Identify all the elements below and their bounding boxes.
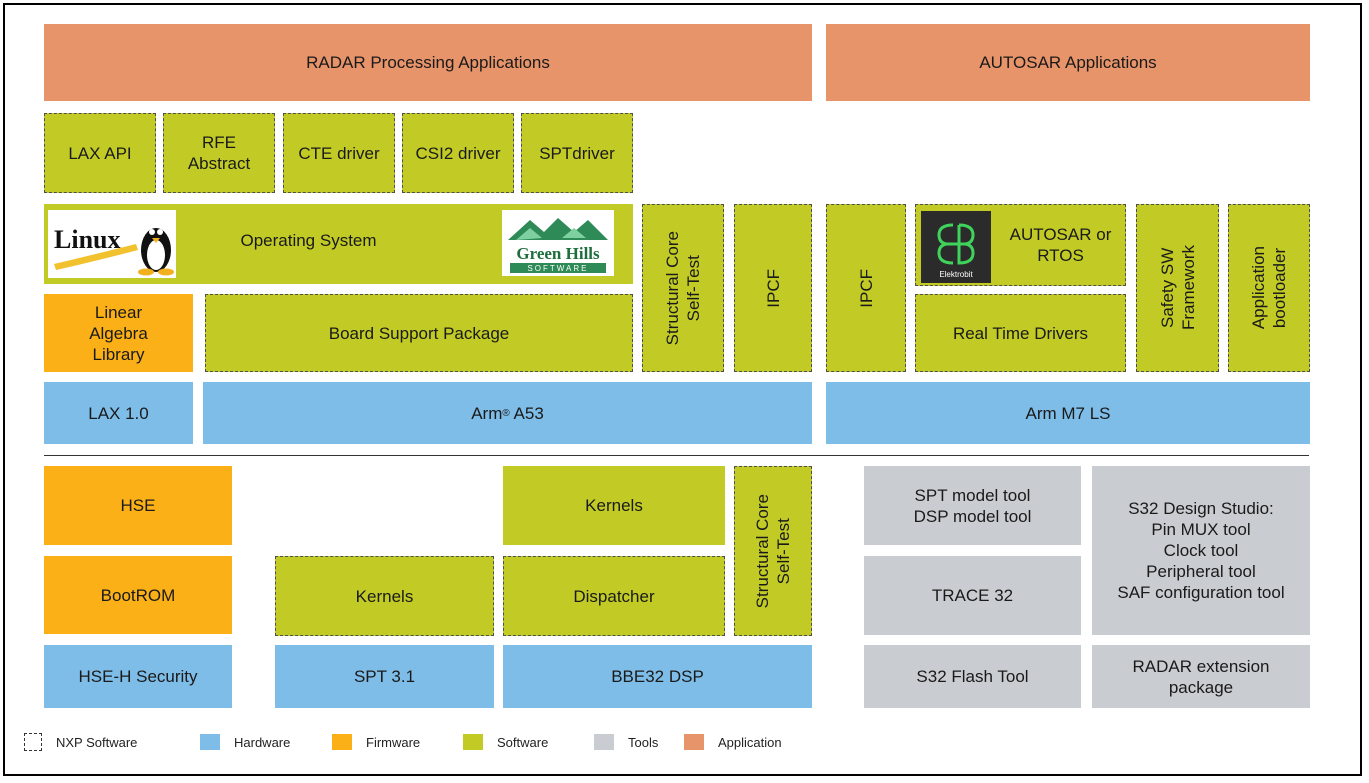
radar-ext-label: RADAR extension package (1132, 656, 1270, 697)
ipcf-m7: IPCF (826, 204, 906, 372)
linear-algebra-label: Linear Algebra Library (89, 302, 148, 364)
legend-label-tools: Tools (628, 734, 659, 750)
arm-m7-ls: Arm M7 LS (826, 382, 1310, 444)
bootrom-label: BootROM (100, 585, 176, 605)
legend-swatch-software (463, 734, 483, 750)
legend-label-application: Application (718, 734, 782, 750)
operating-system-label: Operating System (240, 230, 377, 250)
legend-swatch-nxp (24, 733, 42, 751)
ipcf-a53-label: IPCF (763, 268, 783, 308)
kernels-dsp-label: Kernels (585, 496, 643, 515)
s32-design-studio: S32 Design Studio: Pin MUX tool Clock to… (1092, 466, 1310, 635)
application-bootloader: Application bootloader (1228, 204, 1310, 372)
elektrobit-logo: Elektrobit (921, 211, 991, 283)
green-hills-software-text: SOFTWARE (527, 264, 588, 273)
bbe32-label: BBE32 DSP (611, 667, 704, 686)
dispatcher: Dispatcher (503, 556, 725, 636)
safety-sw-label: Safety SW Framework (1157, 245, 1198, 331)
arm-a53-label: Arm (471, 403, 503, 423)
linear-algebra-library: Linear Algebra Library (44, 294, 193, 372)
rfe-abstract-label: RFE Abstract (187, 133, 251, 173)
trace32-label: TRACE 32 (931, 586, 1014, 605)
radar-processing-applications: RADAR Processing Applications (44, 24, 812, 101)
kernels-dsp: Kernels (503, 466, 725, 545)
arm-a53-suffix: A53 (509, 403, 544, 423)
spt-dsp-tool-label: SPT model tool DSP model tool (913, 485, 1032, 526)
legend-label-firmware: Firmware (366, 734, 421, 750)
kernels-spt-label: Kernels (355, 586, 414, 606)
hse: HSE (44, 466, 232, 545)
app-bootloader-label: Application bootloader (1249, 246, 1289, 330)
legend-hardware: Hardware (200, 734, 290, 750)
s32-studio-label: S32 Design Studio: Pin MUX tool Clock to… (1117, 499, 1285, 602)
bootrom: BootROM (44, 556, 232, 634)
structural-core-dsp-label: Structural Core Self-Test (753, 493, 793, 609)
arm-a53-registered: ® (502, 407, 510, 419)
flash-tool-label: S32 Flash Tool (916, 667, 1029, 686)
legend-firmware: Firmware (332, 734, 420, 750)
rfe-abstract: RFE Abstract (163, 113, 275, 193)
legend-swatch-application (684, 734, 704, 750)
structural-core-self-test-a53: Structural Core Self-Test (642, 204, 724, 372)
green-hills-logo-text: Green Hills (516, 244, 600, 263)
legend-nxp-software: NXP Software (24, 733, 138, 751)
linux-logo-graphic: Linux (54, 225, 174, 276)
hse-h-label: HSE-H Security (78, 667, 198, 686)
lax-1-0: LAX 1.0 (44, 382, 193, 444)
legend-tools: Tools (594, 734, 658, 750)
legend-swatch-hardware (200, 734, 220, 750)
s32-flash-tool: S32 Flash Tool (864, 645, 1081, 708)
spt31-label: SPT 3.1 (353, 667, 416, 686)
ipcf-m7-label: IPCF (856, 268, 876, 308)
spt-dsp-model-tool: SPT model tool DSP model tool (864, 466, 1081, 545)
linux-logo: Linux (48, 210, 176, 278)
autosar-applications: AUTOSAR Applications (826, 24, 1310, 101)
cte-driver-label: CTE driver (298, 143, 380, 163)
radar-apps-label: RADAR Processing Applications (306, 53, 550, 72)
spt-3-1: SPT 3.1 (275, 645, 494, 708)
lax-api: LAX API (44, 113, 156, 193)
radar-extension-package: RADAR extension package (1092, 645, 1310, 708)
kernels-spt: Kernels (275, 556, 494, 636)
spt-driver-label: SPTdriver (539, 143, 615, 163)
trace-32: TRACE 32 (864, 556, 1081, 635)
spt-driver: SPTdriver (521, 113, 633, 193)
safety-sw-framework: Safety SW Framework (1136, 204, 1219, 372)
csi2-driver-label: CSI2 driver (415, 143, 501, 163)
legend-application: Application (684, 734, 782, 750)
diagram-frame (3, 3, 1362, 776)
structural-core-a53-label: Structural Core Self-Test (663, 230, 703, 346)
autosar-apps-label: AUTOSAR Applications (979, 53, 1157, 72)
legend-label-nxp: NXP Software (56, 734, 138, 750)
legend-label-hardware: Hardware (234, 734, 291, 750)
hse-label: HSE (120, 496, 156, 515)
arm-m7-label: Arm M7 LS (1025, 403, 1111, 423)
real-time-drivers: Real Time Drivers (915, 294, 1126, 372)
autosar-rtos-label: AUTOSAR or RTOS (1009, 225, 1112, 265)
real-time-drivers-label: Real Time Drivers (952, 323, 1089, 343)
green-hills-logo-graphic: Green Hills SOFTWARE (508, 218, 608, 273)
legend-software: Software (463, 734, 548, 750)
elektrobit-logo-graphic: Elektrobit (937, 223, 975, 279)
board-support-package: Board Support Package (205, 294, 633, 372)
ipcf-a53: IPCF (734, 204, 812, 372)
green-hills-logo: Green Hills SOFTWARE (502, 210, 614, 276)
legend-swatch-firmware (332, 734, 352, 750)
csi2-driver: CSI2 driver (402, 113, 514, 193)
section-divider (44, 455, 1309, 456)
structural-core-self-test-dsp: Structural Core Self-Test (734, 466, 812, 636)
lax-api-label: LAX API (68, 143, 132, 163)
legend-swatch-tools (594, 734, 614, 750)
hse-h-security: HSE-H Security (44, 645, 232, 708)
arm-a53: Arm® A53 (203, 382, 812, 444)
bsp-label: Board Support Package (328, 323, 510, 343)
dispatcher-label: Dispatcher (573, 586, 655, 606)
legend-label-software: Software (497, 734, 549, 750)
linux-logo-text: Linux (54, 225, 121, 254)
lax10-label: LAX 1.0 (88, 403, 149, 423)
bbe32-dsp: BBE32 DSP (503, 645, 812, 708)
cte-driver: CTE driver (283, 113, 395, 193)
elektrobit-logo-text: Elektrobit (939, 270, 973, 279)
